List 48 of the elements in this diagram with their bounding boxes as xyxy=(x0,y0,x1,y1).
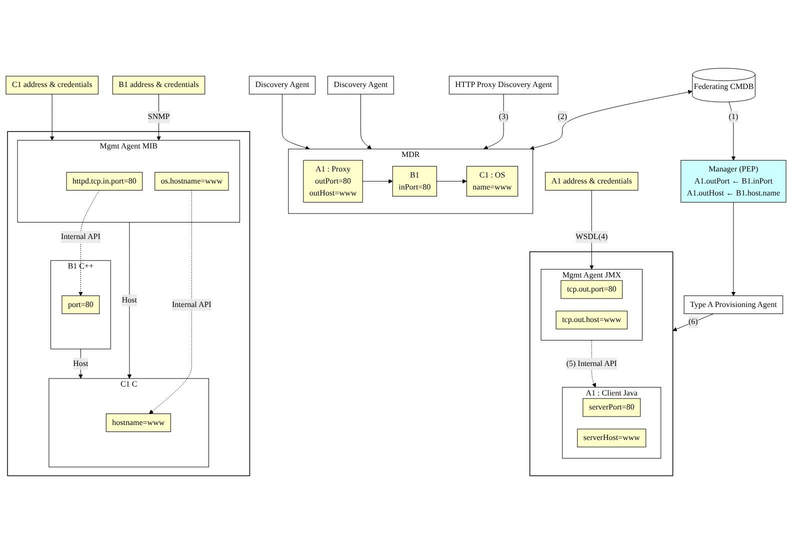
arrow xyxy=(591,340,596,388)
arrow xyxy=(156,94,161,140)
node-box: A1 address & credentials xyxy=(545,172,638,191)
arrow xyxy=(436,179,467,184)
arrow xyxy=(672,314,714,332)
node-box: tcp.out.port=80 xyxy=(560,280,623,299)
node-box: serverHost=www xyxy=(577,428,646,448)
edge-label: (3) xyxy=(498,112,508,121)
edge-label: Host xyxy=(73,359,88,368)
edge-label: (1) xyxy=(728,112,738,121)
edge-label: Internal API xyxy=(61,232,100,242)
arrow xyxy=(530,90,692,150)
arrow xyxy=(362,179,393,184)
arrow xyxy=(149,190,192,414)
edge-label: Host xyxy=(122,296,138,304)
node-box: Discovery Agent xyxy=(327,76,394,94)
node-box: A1 : Proxy outPort=80 outHost=www xyxy=(303,160,363,203)
node-box: Discovery Agent xyxy=(248,76,316,94)
arrow xyxy=(282,94,310,150)
arrow xyxy=(484,94,504,150)
edge-label: (6) xyxy=(688,318,698,326)
node-box: Type A Provisioning Agent xyxy=(684,296,784,314)
edge-label: Internal API xyxy=(172,300,212,309)
node-box: hostname=www xyxy=(106,414,171,432)
edge-label: (5) Internal API xyxy=(566,359,617,368)
node-box: B1 address & credentials xyxy=(112,76,206,94)
edge-label: (2) xyxy=(558,112,568,121)
node-box: serverPort=80 xyxy=(582,398,641,417)
arrow xyxy=(360,94,372,150)
node-box: os.hostname=www xyxy=(154,172,229,191)
node-box: httpd.tcp.in.port=80 xyxy=(66,172,143,191)
cluster xyxy=(529,251,674,476)
arrow xyxy=(50,94,54,140)
arrow xyxy=(731,202,736,296)
node-box: port=80 xyxy=(62,296,100,314)
node-box: tcp.out.host=www xyxy=(556,310,628,330)
edge-label: WSDL(4) xyxy=(576,232,608,242)
node-box: C1 : OS name=www xyxy=(466,166,518,197)
arrow xyxy=(78,348,83,379)
node-box: B1 inPort=80 xyxy=(392,166,437,197)
arrow xyxy=(78,190,100,296)
arrow xyxy=(728,102,736,160)
node-box: HTTP Proxy Discovery Agent xyxy=(448,76,558,94)
node-box: Manager (PEP) A1.outPort ← B1.inPort A1.outHost ← B1.host.name xyxy=(680,160,786,203)
edge-label: SNMP xyxy=(148,112,170,122)
node-box: C1 address & credentials xyxy=(6,76,98,94)
cluster xyxy=(7,131,250,476)
arrow xyxy=(127,222,132,379)
